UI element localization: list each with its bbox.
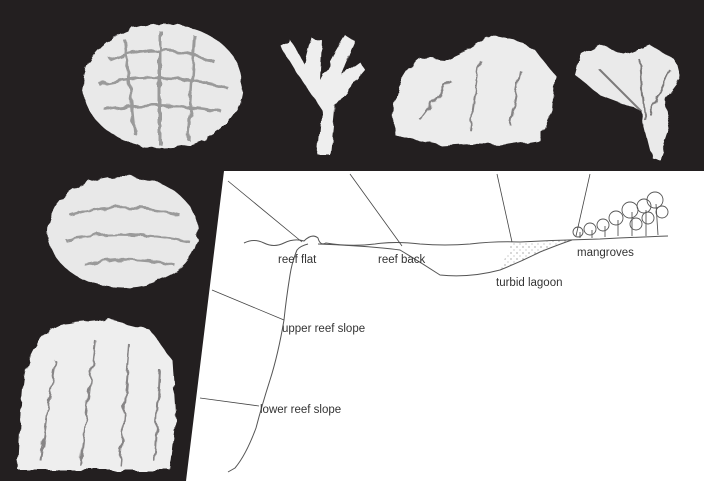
label-upper-reef-slope: upper reef slope bbox=[282, 323, 365, 335]
leader-lines bbox=[200, 174, 590, 406]
leader-reef-back bbox=[350, 174, 402, 246]
reef-slope-line bbox=[228, 244, 308, 472]
leader-mangroves bbox=[576, 174, 590, 236]
reef-profile bbox=[228, 236, 668, 472]
leader-turbid-lagoon bbox=[497, 174, 512, 242]
label-mangroves: mangroves bbox=[577, 247, 634, 259]
coral-massive-lobed bbox=[83, 24, 243, 148]
label-lower-reef-slope: lower reef slope bbox=[260, 404, 341, 416]
coral-dense-branching bbox=[18, 320, 176, 470]
label-turbid-lagoon: turbid lagoon bbox=[496, 277, 563, 289]
label-reef-flat: reef flat bbox=[278, 254, 317, 266]
leader-reef-flat bbox=[228, 181, 302, 242]
turbid-lagoon-sediment bbox=[500, 240, 572, 270]
label-reef-back: reef back bbox=[378, 254, 426, 266]
coral-corymbose bbox=[48, 176, 198, 288]
leader-lower-reef-slope bbox=[200, 398, 259, 406]
mangrove-trees bbox=[573, 192, 668, 238]
leader-upper-reef-slope bbox=[212, 290, 284, 320]
